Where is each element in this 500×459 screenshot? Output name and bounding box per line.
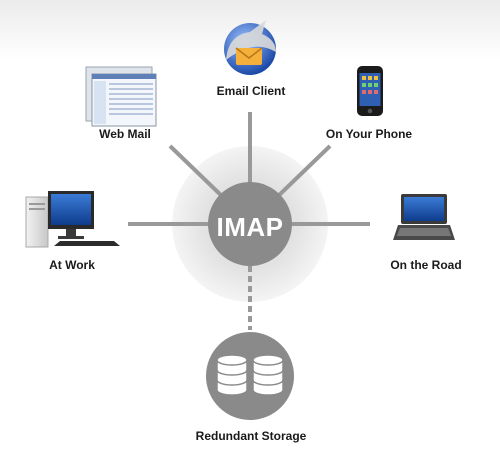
redundant-storage-label: Redundant Storage — [195, 429, 307, 443]
connectors — [128, 112, 370, 330]
connector-phone — [272, 144, 332, 202]
imap-hub-label: IMAP — [216, 212, 284, 242]
web-mail-label: Web Mail — [99, 127, 151, 141]
phone-icon — [357, 66, 383, 116]
on-your-phone-label: On Your Phone — [325, 127, 413, 141]
storage-node — [206, 332, 294, 420]
connector-webmail — [168, 144, 228, 202]
email-client-label: Email Client — [216, 84, 286, 98]
imap-hub — [208, 182, 292, 266]
desktop-computer-icon — [25, 191, 120, 248]
laptop-icon — [393, 194, 455, 240]
at-work-label: At Work — [49, 258, 95, 272]
database-icon — [216, 354, 248, 396]
email-client-icon — [224, 20, 276, 75]
database-icon — [252, 354, 284, 396]
on-the-road-label: On the Road — [390, 258, 462, 272]
web-mail-icon — [85, 66, 157, 127]
